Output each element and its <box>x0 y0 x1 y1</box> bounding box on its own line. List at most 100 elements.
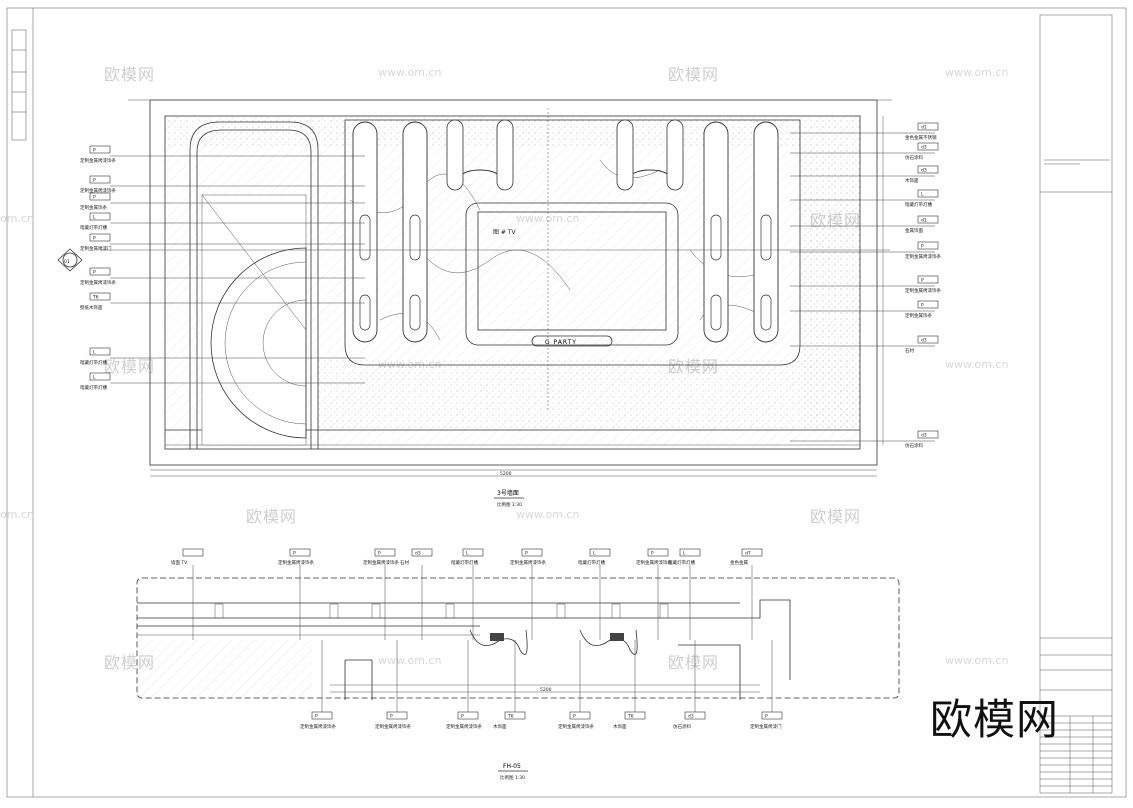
material-note: 定制金属烤漆饰条 <box>375 723 411 730</box>
material-tag <box>89 192 111 201</box>
material-tag <box>462 548 484 557</box>
floor-plan: 5200 FH-05 比例图 1:30 <box>136 577 900 781</box>
material-note: 定制金属烤漆饰条 <box>905 287 941 294</box>
decor-pillars <box>352 119 779 343</box>
plan-bottom-notes: P定制金属烤漆饰条P定制金属烤漆饰条P定制金属烤漆饰条T6木饰面P定制金属烤漆饰… <box>300 640 783 730</box>
material-code: P <box>461 714 464 720</box>
callout-note: 墙面 TV <box>171 548 204 640</box>
material-note: 暗藏灯带灯槽 <box>80 224 107 231</box>
watermark-site: om.cn <box>0 212 34 225</box>
watermark-site: om.cn <box>0 508 34 521</box>
material-note: 定制金属烤漆饰条 <box>80 187 116 194</box>
watermark-site: www.om.cn <box>945 66 1008 79</box>
watermark-logo: 欧模网 <box>668 65 719 84</box>
material-tag <box>741 548 763 557</box>
material-note: 定制金属烤漆门 <box>80 245 112 252</box>
callout-note: P 定制金属烤漆饰条 <box>363 548 399 640</box>
material-note: 木饰面 <box>613 723 627 730</box>
pillar <box>753 121 779 343</box>
material-code: P <box>765 714 768 720</box>
watermark-logo: 欧模网 <box>104 357 155 376</box>
material-note: 定制金属烤漆饰条 <box>905 253 941 260</box>
material-code: d3 <box>921 338 927 344</box>
material-tag <box>917 300 939 309</box>
material-tag <box>311 711 333 720</box>
material-tag <box>624 711 646 720</box>
watermark-logo: 欧模网 <box>104 65 155 84</box>
material-code: P <box>921 278 924 284</box>
material-note: 金属饰面 <box>905 227 923 234</box>
party-sign: G PARTY <box>545 339 577 346</box>
material-note: 仿石涂料 <box>673 723 691 730</box>
material-note: 定制金属烤漆饰条 <box>446 723 482 730</box>
plan-scale: 比例图 1:30 <box>500 774 525 781</box>
material-note: 定制金属烤漆饰条 <box>636 559 672 566</box>
material-code: T6 <box>92 295 99 301</box>
material-note: 定制金属烤漆饰条 <box>363 559 399 566</box>
title-block <box>1039 14 1113 794</box>
watermark-logo: 欧模网 <box>668 653 719 672</box>
material-tag <box>89 347 111 356</box>
material-tag <box>589 548 611 557</box>
material-code: P <box>93 178 96 184</box>
material-code: L <box>93 375 96 381</box>
watermark-site: www.om.cn <box>945 358 1008 371</box>
material-note: 暗藏灯带灯槽 <box>80 384 107 391</box>
plan-top-notes: 墙面 TVP定制金属烤漆饰条P定制金属烤漆饰条d3石材L暗藏灯带灯槽P定制金属烤… <box>171 548 763 640</box>
material-tag <box>679 548 701 557</box>
material-tag <box>89 267 111 276</box>
material-tag <box>89 145 111 154</box>
material-tag <box>457 711 479 720</box>
plan-total-dim: 5200 <box>540 687 552 693</box>
material-note: 木饰面 <box>493 723 507 730</box>
material-tag <box>917 241 939 250</box>
callout-note: d7 金色金属 <box>730 548 763 640</box>
material-code: L <box>466 551 469 557</box>
left-margin-stamp <box>11 29 27 141</box>
material-note: 金色金属 <box>730 559 748 566</box>
elevation-total-dim: 5200 <box>500 471 512 477</box>
material-code: d7 <box>745 551 751 557</box>
pillar <box>352 121 378 343</box>
callout-note: P 定制金属烤漆饰条 <box>80 175 365 194</box>
material-note: 石材 <box>905 347 914 354</box>
material-code: d3 <box>921 433 927 439</box>
material-tag <box>917 215 939 224</box>
material-code: P <box>378 551 381 557</box>
material-code: d1 <box>921 125 927 131</box>
material-note: 暗藏灯带灯槽 <box>80 359 107 366</box>
material-note: 定制金属饰条 <box>80 204 107 211</box>
material-tag <box>917 189 939 198</box>
material-code: L <box>683 551 686 557</box>
material-note: 石材 <box>400 559 409 566</box>
material-tag <box>917 142 939 151</box>
callout-note: L 暗藏灯带灯槽 <box>790 189 939 208</box>
watermark-logo: 欧模网 <box>246 507 297 526</box>
material-code: P <box>93 236 96 242</box>
material-note: 壁纸木饰面 <box>80 304 103 311</box>
material-tag <box>374 548 396 557</box>
callout-note: P 定制金属烤漆门 <box>80 233 365 252</box>
material-code: L <box>921 192 924 198</box>
material-tag <box>761 711 783 720</box>
material-tag <box>386 711 408 720</box>
material-code: T6 <box>627 714 634 720</box>
material-note: 暗藏灯带灯槽 <box>905 201 932 208</box>
material-code: d3 <box>415 551 421 557</box>
material-code: P <box>93 148 96 154</box>
